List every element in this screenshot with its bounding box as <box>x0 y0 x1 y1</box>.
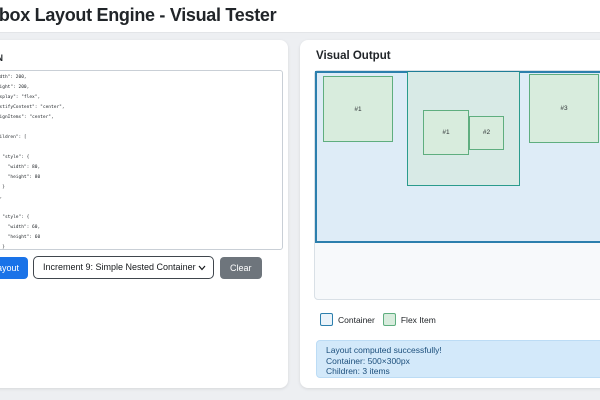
editor-panel: Input JSON "width": 200, "height": 200, … <box>0 40 288 388</box>
nested-item-2: #2 <box>469 115 504 150</box>
chevron-down-icon <box>198 265 206 271</box>
legend: Container Flex Item <box>320 313 436 326</box>
flex-item-3: #3 <box>529 74 599 143</box>
container-swatch-icon <box>320 313 333 326</box>
page-title: Flexbox Layout Engine - Visual Tester <box>0 5 277 25</box>
legend-flex-item-group: Flex Item <box>382 313 436 326</box>
clear-button[interactable]: Clear <box>220 257 262 279</box>
flex-container-box: #1 #1 #2 #3 <box>315 71 600 243</box>
json-editor-content: "width": 200, "height": 200, "display": … <box>0 75 65 250</box>
visual-output-heading: Visual Output <box>316 50 391 62</box>
preset-select[interactable]: Increment 9: Simple Nested Container <box>33 256 214 279</box>
render-canvas: #1 #1 #2 #3 <box>314 70 600 300</box>
flex-item-swatch-icon <box>382 313 396 326</box>
legend-flex-item-label: Flex Item <box>400 314 436 325</box>
legend-container-group: Container <box>320 313 375 326</box>
preset-select-value: Increment 9: Simple Nested Container <box>43 262 196 272</box>
json-editor-textarea[interactable]: "width": 200, "height": 200, "display": … <box>0 70 283 250</box>
status-line-success: Layout computed successfully! <box>326 345 442 355</box>
status-line-container: Container: 500×300px <box>326 355 410 366</box>
nested-item-1: #1 <box>423 110 469 155</box>
visual-output-panel: Visual Output #1 #1 #2 #3 Container Flex… <box>300 40 600 388</box>
compute-layout-button[interactable]: Compute Layout <box>0 257 28 279</box>
legend-container-label: Container <box>338 314 375 325</box>
flex-item-1: #1 <box>323 76 393 142</box>
status-message-box: Layout computed successfully! Container:… <box>316 340 600 378</box>
page-header: Flexbox Layout Engine - Visual Tester <box>0 0 600 33</box>
nested-container-box: #1 #2 <box>407 71 520 186</box>
json-input-label: Input JSON <box>0 53 3 63</box>
status-line-children: Children: 3 items <box>326 366 390 376</box>
